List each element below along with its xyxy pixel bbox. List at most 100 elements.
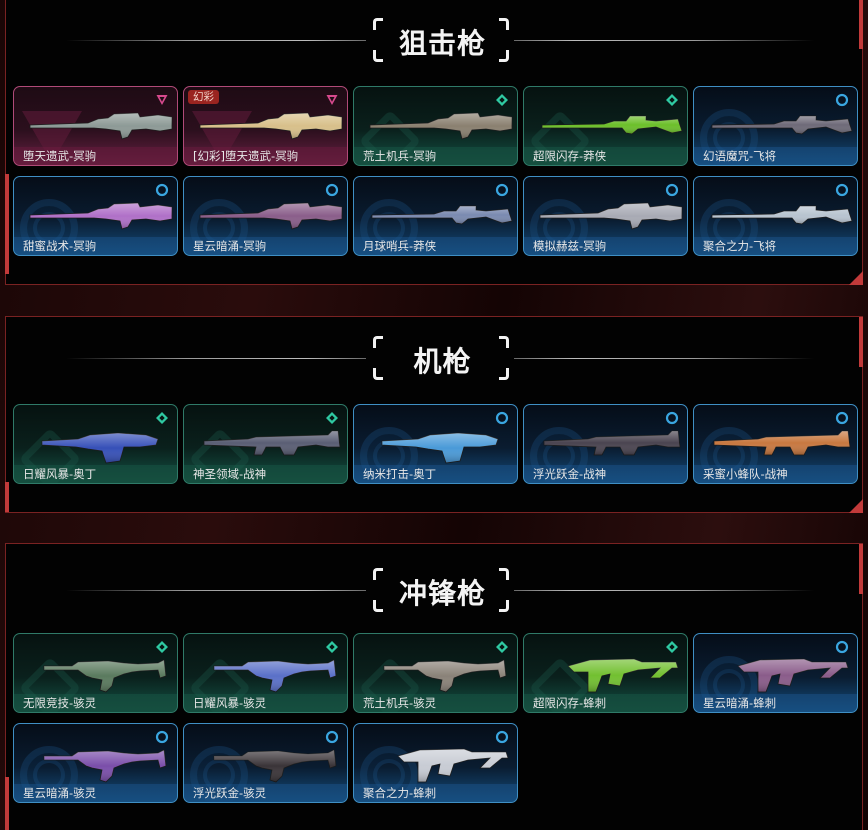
skin-name: 星云暗涌-骇灵: [23, 786, 97, 800]
ring-icon: [835, 639, 849, 654]
rarity-watermark-icon: [530, 427, 588, 483]
skin-card[interactable]: 星云暗涌-冥驹: [183, 176, 348, 256]
weapon-image: [538, 189, 684, 237]
weapon-image: [198, 189, 344, 237]
weapon-image: [708, 417, 854, 465]
skin-card[interactable]: 采蜜小蜂队-战神: [693, 404, 858, 484]
skin-name: 甜蜜战术-冥驹: [23, 239, 97, 253]
name-bar: [14, 694, 177, 712]
weapon-image: [368, 736, 514, 784]
section-header: 冲锋枪: [6, 566, 862, 616]
ring-icon: [665, 182, 679, 197]
skin-card[interactable]: 日耀风暴-奥丁: [13, 404, 178, 484]
header-line-left: [66, 590, 366, 591]
skin-card[interactable]: 浮光跃金-战神: [523, 404, 688, 484]
skin-name: 浮光跃金-战神: [533, 467, 607, 481]
name-bar: [184, 784, 347, 802]
skin-card[interactable]: 超限闪存-莽侠: [523, 86, 688, 166]
diamond-icon: [155, 410, 169, 424]
skin-card[interactable]: 幻语魔咒-飞将: [693, 86, 858, 166]
ring-icon: [835, 410, 849, 425]
section-machine-gun: 机枪 日耀风暴-奥丁 神圣领域-战神纳米打击-奥丁浮光跃金-战神 采蜜小蜂队-战神: [5, 316, 863, 513]
skin-card[interactable]: 星云暗涌-骇灵: [13, 723, 178, 803]
rarity-watermark-icon: [700, 427, 758, 483]
rarity-watermark-icon: [20, 199, 78, 255]
weapon-image: [198, 736, 344, 784]
weapon-image: [28, 646, 174, 694]
name-bar: [354, 694, 517, 712]
skin-card[interactable]: 纳米打击-奥丁: [353, 404, 518, 484]
header-line-right: [514, 590, 814, 591]
skin-card[interactable]: 神圣领域-战神: [183, 404, 348, 484]
header-line-right: [514, 358, 814, 359]
skin-card[interactable]: 甜蜜战术-冥驹: [13, 176, 178, 256]
weapon-image: [708, 99, 854, 147]
skin-card[interactable]: 幻彩[幻彩]堕天遗武-冥驹: [183, 86, 348, 166]
ring-icon: [325, 729, 339, 744]
skin-card[interactable]: 超限闪存-蜂刺: [523, 633, 688, 713]
diamond-icon: [665, 639, 679, 653]
skin-name: 堕天遗武-冥驹: [23, 149, 97, 163]
name-bar: [14, 237, 177, 255]
rarity-watermark-icon: [20, 746, 78, 802]
weapon-image: [708, 189, 854, 237]
diamond-icon: [495, 639, 509, 653]
frame-corner: [849, 499, 863, 513]
skin-card[interactable]: 无限竞技-骇灵: [13, 633, 178, 713]
name-bar: [694, 465, 857, 483]
weapon-image: [198, 417, 344, 465]
skin-name: 月球哨兵-莽侠: [363, 239, 437, 253]
skin-card[interactable]: 荒土机兵-骇灵: [353, 633, 518, 713]
weapon-image: [368, 189, 514, 237]
skin-card[interactable]: 星云暗涌-蜂刺: [693, 633, 858, 713]
skin-card[interactable]: 浮光跃金-骇灵: [183, 723, 348, 803]
section-smg: 冲锋枪 无限竞技-骇灵 日耀风暴-骇灵 荒土机兵-骇灵超限闪存-蜂刺 星云暗涌-蜂刺星…: [5, 543, 863, 830]
bracket-right-icon: [499, 568, 510, 612]
ring-icon: [495, 182, 509, 197]
section-title: 机枪: [413, 345, 472, 378]
rarity-watermark-icon: [192, 111, 252, 163]
rarity-watermark-icon: [700, 199, 758, 255]
skin-card[interactable]: 堕天遗武-冥驹: [13, 86, 178, 166]
skin-name: 荒土机兵-冥驹: [363, 149, 437, 163]
weapon-image: [368, 646, 514, 694]
diamond-icon: [325, 639, 339, 653]
diamond-icon: [155, 639, 169, 653]
skin-name: 无限竞技-骇灵: [23, 696, 97, 710]
name-bar: [524, 465, 687, 483]
skin-name: 超限闪存-蜂刺: [533, 696, 607, 710]
ring-icon: [835, 92, 849, 107]
skin-card[interactable]: 月球哨兵-莽侠: [353, 176, 518, 256]
diamond-icon: [665, 92, 679, 106]
skin-name: 聚合之力-飞将: [703, 239, 777, 253]
name-bar: [354, 237, 517, 255]
name-bar: [524, 147, 687, 165]
skin-card[interactable]: 聚合之力-飞将: [693, 176, 858, 256]
weapon-image: [28, 99, 174, 147]
rarity-watermark-icon: [700, 109, 758, 165]
header-line-right: [514, 40, 814, 41]
skin-name: 日耀风暴-骇灵: [193, 696, 267, 710]
bracket-left-icon: [372, 18, 383, 62]
skin-card[interactable]: 日耀风暴-骇灵: [183, 633, 348, 713]
weapon-image: [198, 646, 344, 694]
skin-card[interactable]: 模拟赫兹-冥驹: [523, 176, 688, 256]
section-header: 机枪: [6, 334, 862, 384]
weapon-image: [368, 99, 514, 147]
ring-icon: [495, 410, 509, 425]
skin-card[interactable]: 荒土机兵-冥驹: [353, 86, 518, 166]
section-header: 狙击枪: [6, 16, 862, 66]
frame-corner: [849, 271, 863, 285]
weapon-image: [28, 417, 174, 465]
rarity-watermark-icon: [190, 746, 248, 802]
weapon-image: [538, 417, 684, 465]
bracket-left-icon: [372, 568, 383, 612]
rarity-watermark-icon: [360, 746, 418, 802]
section-title: 狙击枪: [398, 27, 486, 60]
triangle-icon: [155, 92, 169, 106]
rarity-watermark-icon: [190, 199, 248, 255]
skin-name: 超限闪存-莽侠: [533, 149, 607, 163]
skin-name: 日耀风暴-奥丁: [23, 467, 97, 481]
skin-card[interactable]: 聚合之力-蜂刺: [353, 723, 518, 803]
name-bar: [354, 147, 517, 165]
